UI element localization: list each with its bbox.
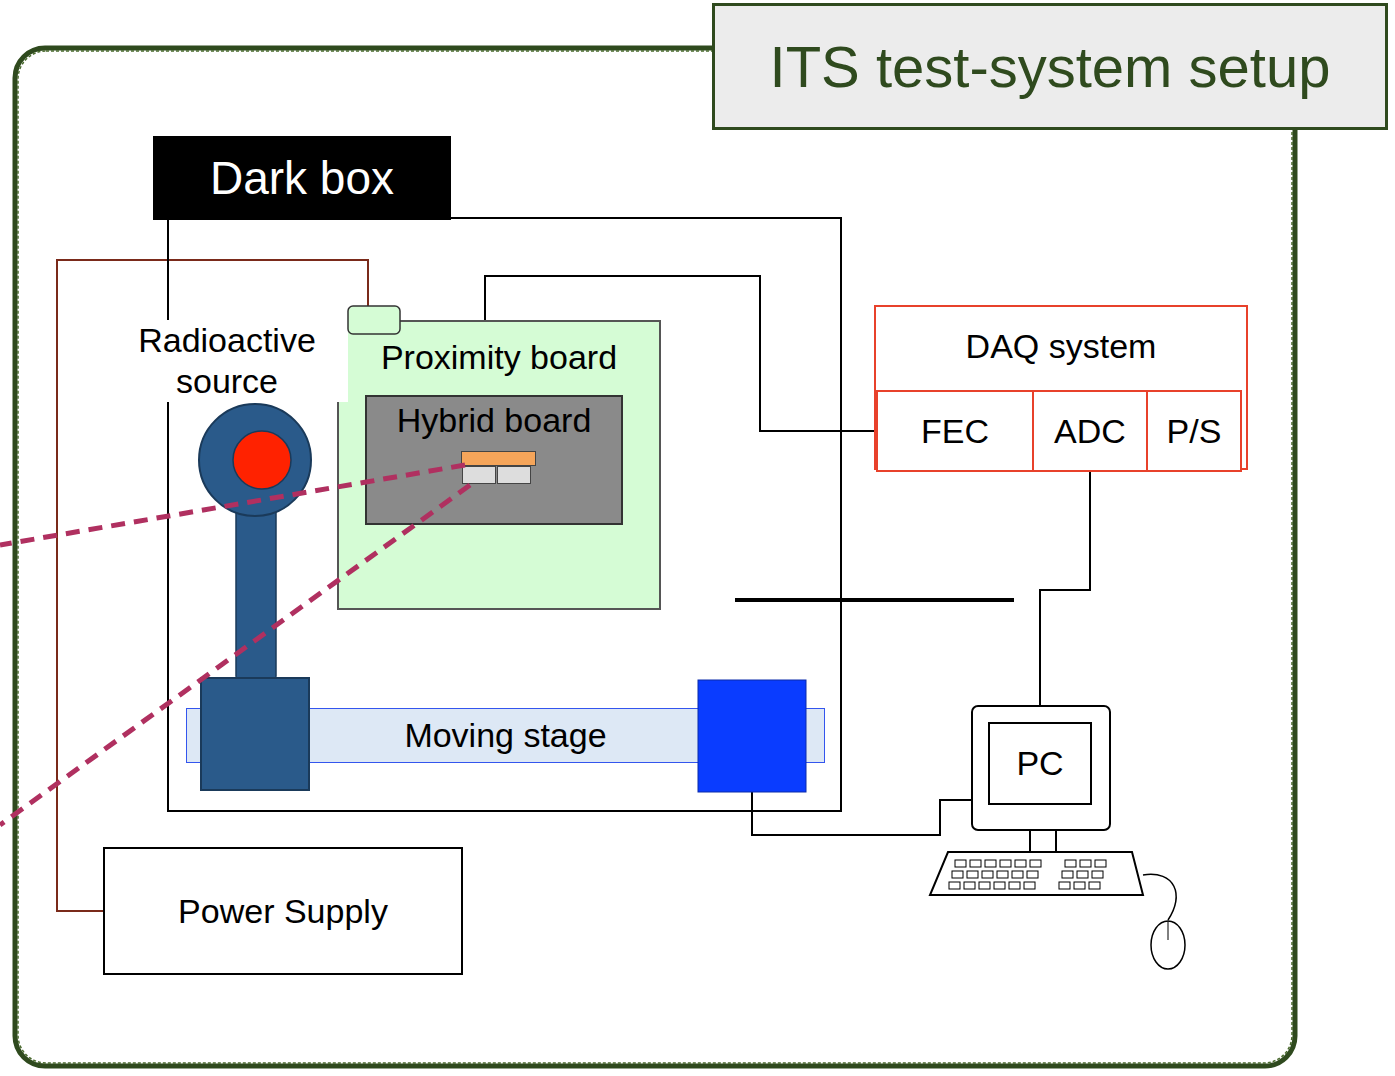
pc-screen-label: PC — [1016, 744, 1063, 783]
power-supply: Power Supply — [103, 847, 463, 975]
proximity-board-label: Proximity board — [339, 322, 659, 377]
moving-stage: Moving stage — [186, 708, 825, 763]
fec-module-label: FEC — [921, 412, 989, 451]
keyboard-key — [1077, 871, 1088, 878]
monitor-neck — [1030, 830, 1056, 852]
connector-wire — [1040, 472, 1090, 706]
keyboard-key — [1030, 860, 1041, 867]
mouse-button-line — [1168, 921, 1169, 940]
source-holder — [199, 404, 311, 516]
keyboard-keys — [949, 860, 1106, 889]
title-box: ITS test-system setup — [712, 3, 1388, 130]
daq-system: DAQ systemFEC ADC P/S — [874, 305, 1248, 470]
mouse — [1151, 921, 1185, 969]
keyboard-key — [1000, 860, 1011, 867]
source-holder-rod — [236, 495, 276, 680]
ps-module-label: P/S — [1167, 412, 1222, 451]
proximity-board: Proximity boardHybrid board — [337, 320, 661, 610]
keyboard-key — [1095, 860, 1106, 867]
keyboard-key — [1074, 882, 1085, 889]
keyboard-key — [955, 860, 966, 867]
keyboard-key — [997, 871, 1008, 878]
keyboard-key — [1024, 882, 1035, 889]
power-supply-label: Power Supply — [178, 892, 388, 931]
keyboard-key — [1080, 860, 1091, 867]
keyboard-key — [949, 882, 960, 889]
keyboard-key — [970, 860, 981, 867]
mouse-cable — [1143, 874, 1176, 920]
keyboard-key — [994, 882, 1005, 889]
outer-frame-texture — [18, 51, 1292, 1063]
keyboard-key — [1065, 860, 1076, 867]
beam-line — [0, 465, 465, 545]
keyboard — [930, 852, 1143, 895]
hybrid-board: Hybrid board — [365, 395, 623, 525]
adc-module-label: ADC — [1054, 412, 1126, 451]
power-connector — [348, 306, 400, 334]
keyboard-key — [1009, 882, 1020, 889]
pc-screen: PC — [988, 722, 1092, 805]
keyboard-key — [1089, 882, 1100, 889]
keyboard-key — [964, 882, 975, 889]
fec-module: FEC — [876, 390, 1034, 472]
keyboard-key — [1027, 871, 1038, 878]
keyboard-key — [985, 860, 996, 867]
keyboard-key — [1062, 871, 1073, 878]
shield-line — [735, 598, 1014, 602]
readout-chip — [462, 466, 496, 484]
keyboard-key — [1015, 860, 1026, 867]
ps-module: P/S — [1146, 390, 1242, 472]
sensor-chip — [461, 451, 536, 466]
connector-wire — [57, 260, 368, 911]
keyboard-key — [967, 871, 978, 878]
radioactive-source — [233, 431, 291, 489]
adc-module: ADC — [1032, 390, 1148, 472]
keyboard-key — [982, 871, 993, 878]
keyboard-key — [1059, 882, 1070, 889]
hybrid-board-label: Hybrid board — [367, 397, 621, 440]
moving-stage-label: Moving stage — [404, 716, 606, 755]
dark-box: Dark boxProximity boardHybrid boardRadio… — [167, 217, 842, 812]
stage-carriage — [201, 678, 309, 790]
radioactive-source-label: Radioactive source — [106, 320, 348, 406]
readout-chip — [497, 466, 531, 484]
keyboard-key — [1092, 871, 1103, 878]
dark-box-label: Dark box — [153, 136, 451, 220]
keyboard-key — [1012, 871, 1023, 878]
stage-motor — [698, 680, 806, 792]
keyboard-key — [979, 882, 990, 889]
monitor-frame — [972, 706, 1110, 830]
radioactive-source-label-label: Radioactive source — [106, 320, 348, 402]
outer-frame — [15, 48, 1295, 1066]
beam-line — [0, 485, 470, 825]
title-text: ITS test-system setup — [770, 33, 1331, 100]
keyboard-key — [952, 871, 963, 878]
connector-wire — [752, 763, 972, 835]
daq-system-label: DAQ system — [876, 307, 1246, 366]
